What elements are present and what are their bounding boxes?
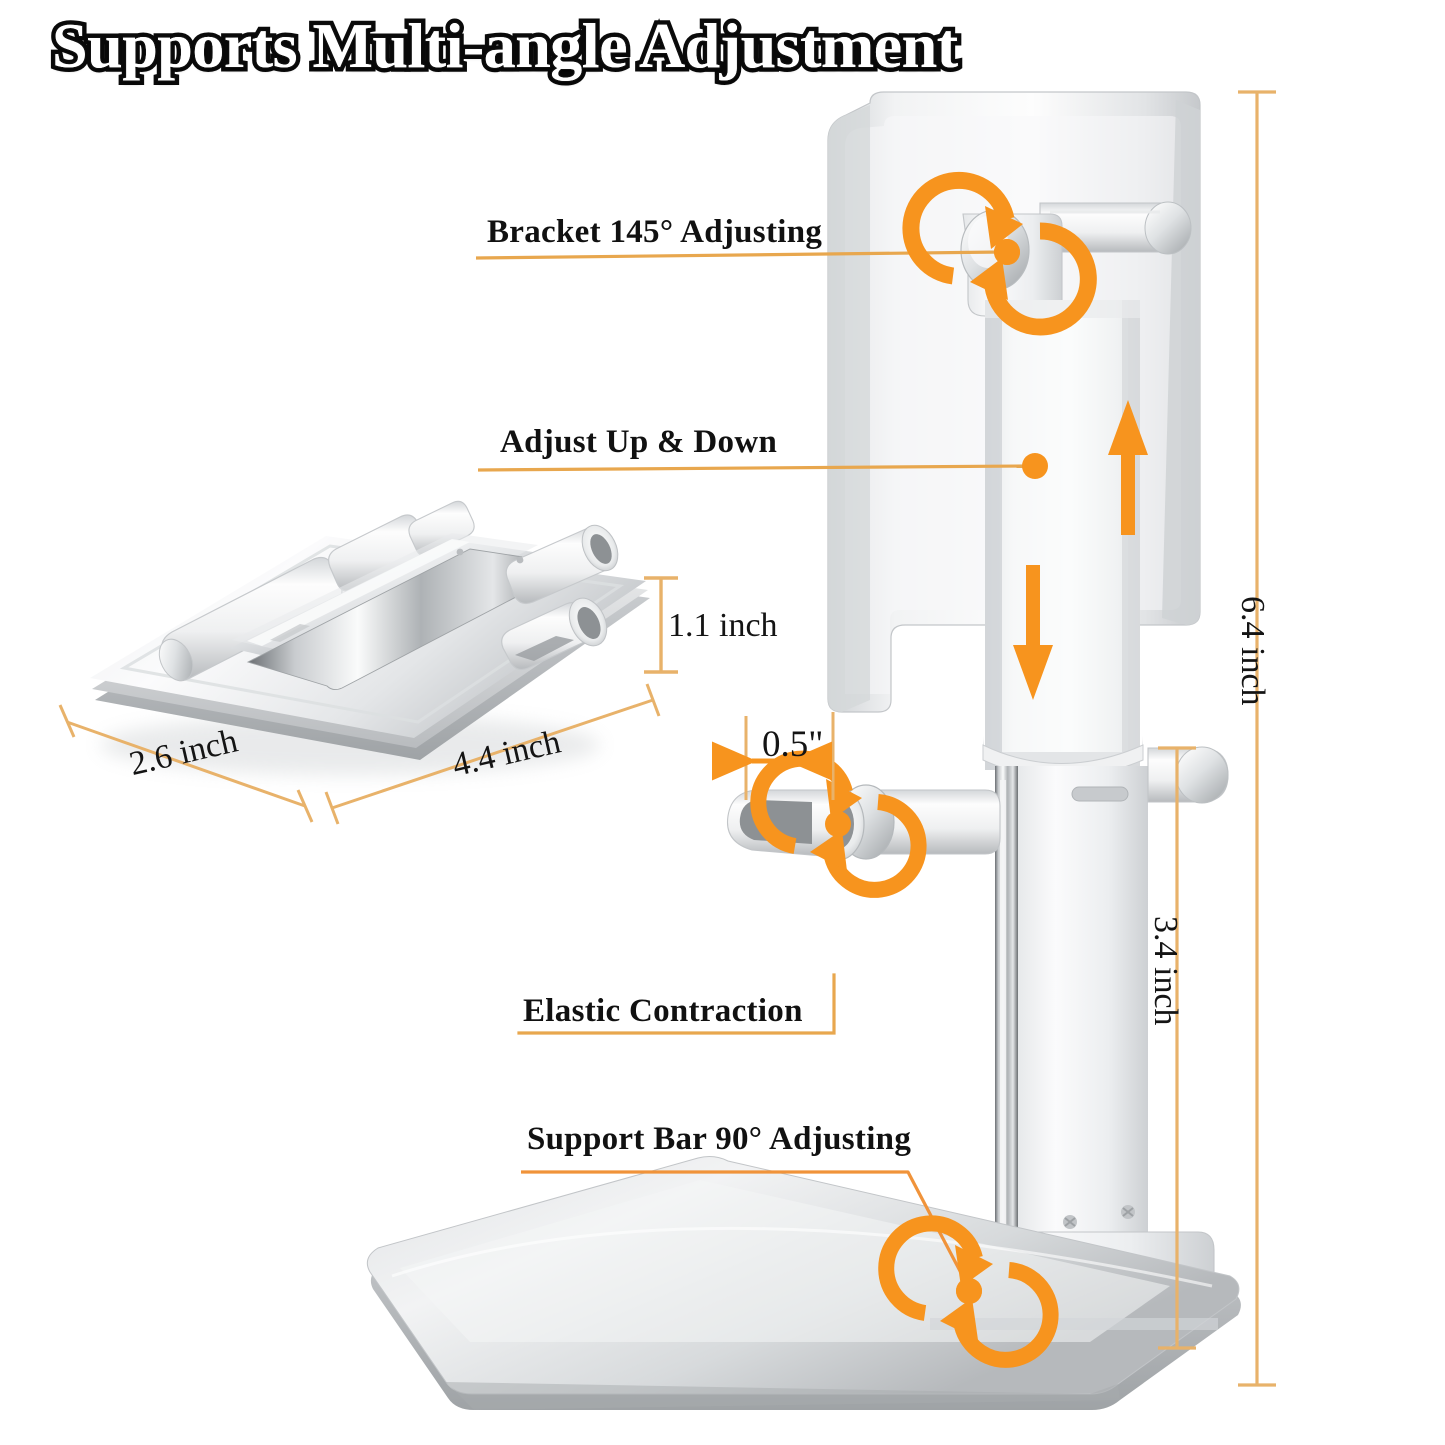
callout-label-bracket: Bracket 145° Adjusting <box>487 214 823 250</box>
page-title-fill: Supports Multi-angle Adjustment <box>52 10 958 81</box>
dimension-label-gap-05: 0.5" <box>762 724 824 765</box>
dimension-label-height-11: 1.1 inch <box>668 607 778 644</box>
folded-stand-view <box>90 500 650 775</box>
callout-label-elastic-contraction: Elastic Contraction <box>523 993 803 1029</box>
callout-label-adjust-up-down: Adjust Up & Down <box>500 424 778 460</box>
callout-label-support-bar: Support Bar 90° Adjusting <box>527 1121 912 1157</box>
dimension-label-height-64: 6.4 inch <box>1234 596 1271 706</box>
dimension-label-height-34: 3.4 inch <box>1147 916 1184 1026</box>
page-title-outline: Supports Multi-angle Adjustment <box>48 9 963 82</box>
page-title: Supports Multi-angle Adjustment Supports… <box>48 9 963 82</box>
